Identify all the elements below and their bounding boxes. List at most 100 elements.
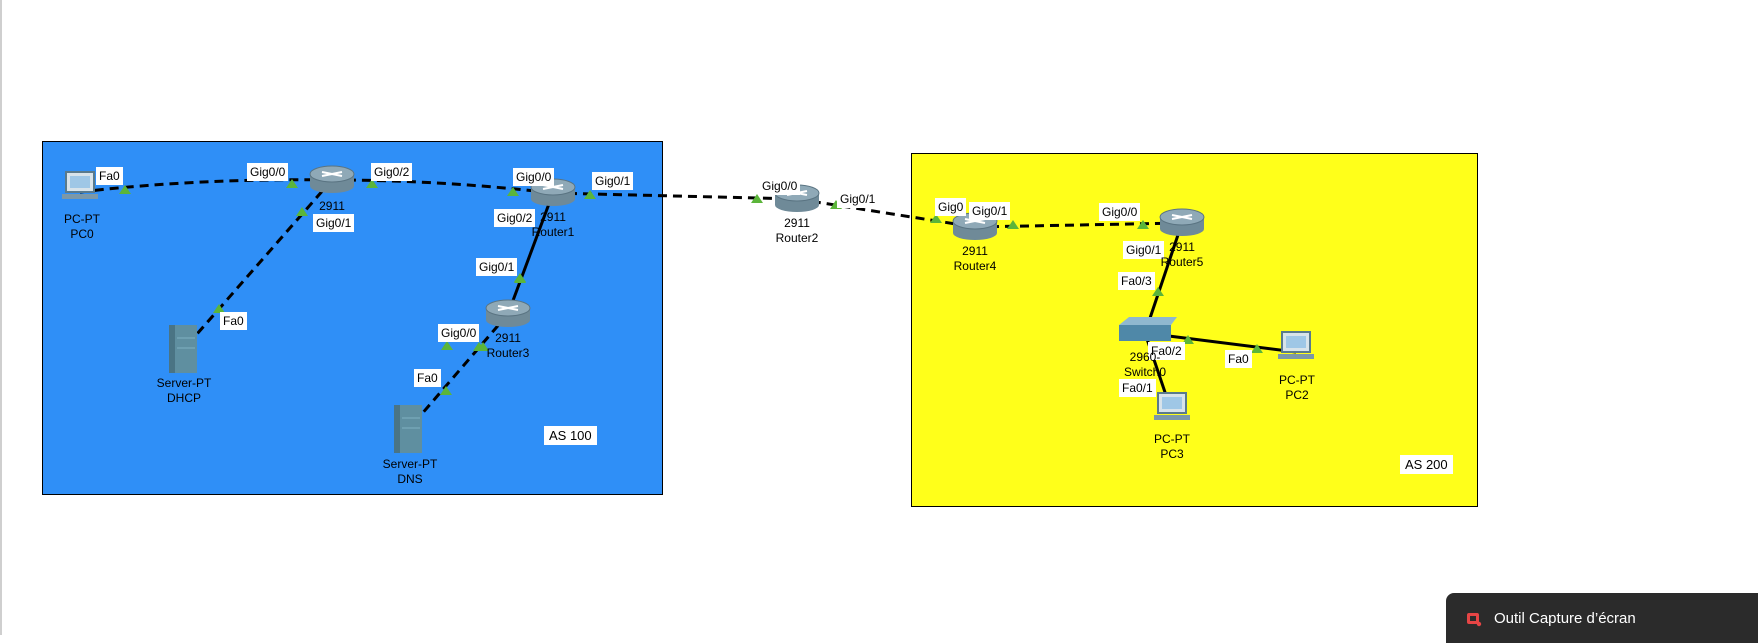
port-label: Fa0	[96, 167, 123, 185]
port-marker	[366, 179, 378, 188]
snipping-tool-icon	[1467, 613, 1482, 627]
as200-label: AS 200	[1400, 455, 1453, 474]
link-router5-switch0[interactable]	[1143, 222, 1184, 334]
router-router5-icon[interactable]	[1159, 208, 1205, 236]
port-label: Gig0/1	[1123, 241, 1165, 259]
device-name: DNS	[397, 472, 423, 486]
device-name: DHCP	[166, 391, 201, 405]
device-name: Switch0	[1123, 365, 1167, 379]
pc-pc3-icon[interactable]	[1154, 392, 1190, 420]
port-label: Gig0/1	[476, 258, 518, 276]
port-label: Fa0	[414, 369, 441, 387]
link-pc0-router0[interactable]	[79, 178, 333, 194]
router-router3-icon[interactable]	[485, 299, 531, 327]
port-label: Gig0/1	[837, 190, 879, 208]
port-marker	[1152, 287, 1164, 296]
device-name: Router3	[486, 346, 530, 360]
port-marker	[296, 207, 308, 216]
as100-label: AS 100	[544, 426, 597, 445]
device-label-switch0: 2960-Switch0	[1105, 350, 1185, 380]
port-label: Gig0/0	[247, 163, 289, 181]
port-marker	[751, 194, 763, 203]
device-model: 2911	[319, 199, 345, 213]
snipping-tool-notification[interactable]: Outil Capture d’écran	[1446, 593, 1758, 643]
link-router0-router1[interactable]	[331, 178, 554, 195]
device-name: Router1	[531, 225, 575, 239]
link-router2-router4[interactable]	[796, 197, 976, 229]
pc-pc2-icon[interactable]	[1278, 331, 1314, 359]
router-router1-icon[interactable]	[530, 178, 576, 206]
port-marker	[441, 341, 453, 350]
port-label: Fa0	[1225, 350, 1252, 368]
device-name: PC2	[1285, 388, 1309, 402]
port-marker	[514, 274, 526, 283]
port-label: Gig0/0	[1099, 203, 1141, 221]
port-label: Gig0/2	[494, 209, 536, 227]
port-marker	[473, 342, 485, 351]
port-marker	[286, 179, 298, 188]
device-model: PC-PT	[1154, 432, 1190, 446]
device-model: PC-PT	[64, 212, 100, 226]
link-router3-dns[interactable]	[406, 313, 510, 431]
device-icons-layer	[62, 165, 1314, 453]
device-name: Router5	[1160, 255, 1204, 269]
port-markers-layer	[119, 179, 1263, 395]
port-marker	[930, 214, 942, 223]
port-label: Gig0/1	[592, 172, 634, 190]
device-name: PC0	[70, 227, 94, 241]
device-model: 2911	[495, 331, 521, 345]
port-label: Fa0/2	[1148, 342, 1185, 360]
device-model: Server-PT	[382, 457, 438, 471]
link-router0-dhcp[interactable]	[181, 179, 334, 351]
snipping-tool-label: Outil Capture d’écran	[1494, 610, 1636, 627]
link-router4-router5[interactable]	[974, 221, 1183, 229]
device-label-router0: 2911	[292, 199, 372, 214]
device-model: 2911	[784, 216, 810, 230]
port-marker	[507, 187, 519, 196]
port-marker	[1251, 344, 1263, 353]
device-model: 2960-	[1129, 350, 1161, 364]
port-label: Gig0/1	[969, 202, 1011, 220]
window-left-border	[0, 0, 2, 635]
port-marker	[1182, 335, 1194, 344]
port-marker	[440, 386, 452, 395]
port-label: Gig0/2	[371, 163, 413, 181]
device-name: PC3	[1160, 447, 1184, 461]
port-marker	[119, 185, 131, 194]
device-name: Router2	[775, 231, 819, 245]
port-label: Gig0/0	[759, 177, 801, 195]
device-model: Server-PT	[156, 376, 212, 390]
router-router0-icon[interactable]	[309, 165, 355, 193]
port-label: Fa0/1	[1119, 379, 1156, 397]
port-label: Fa0	[220, 312, 247, 330]
port-label: Fa0/3	[1118, 272, 1155, 290]
port-marker	[584, 190, 596, 199]
links-layer	[79, 178, 1297, 431]
server-dns-icon[interactable]	[394, 405, 422, 453]
server-dhcp-icon[interactable]	[169, 325, 197, 373]
link-router1-router3[interactable]	[506, 192, 555, 315]
device-model: 2911	[540, 210, 566, 224]
pc-pc0-icon[interactable]	[62, 171, 98, 199]
port-label: Gig0	[935, 198, 967, 216]
port-label: Gig0/0	[513, 168, 555, 186]
switch-switch0-icon[interactable]	[1119, 317, 1177, 341]
device-model: PC-PT	[1279, 373, 1315, 387]
device-model: 2911	[962, 244, 988, 258]
device-name: Router4	[953, 259, 997, 273]
device-model: 2911	[1169, 240, 1195, 254]
port-marker	[213, 304, 225, 313]
port-marker	[1137, 220, 1149, 229]
port-label: Gig0/0	[438, 324, 480, 342]
